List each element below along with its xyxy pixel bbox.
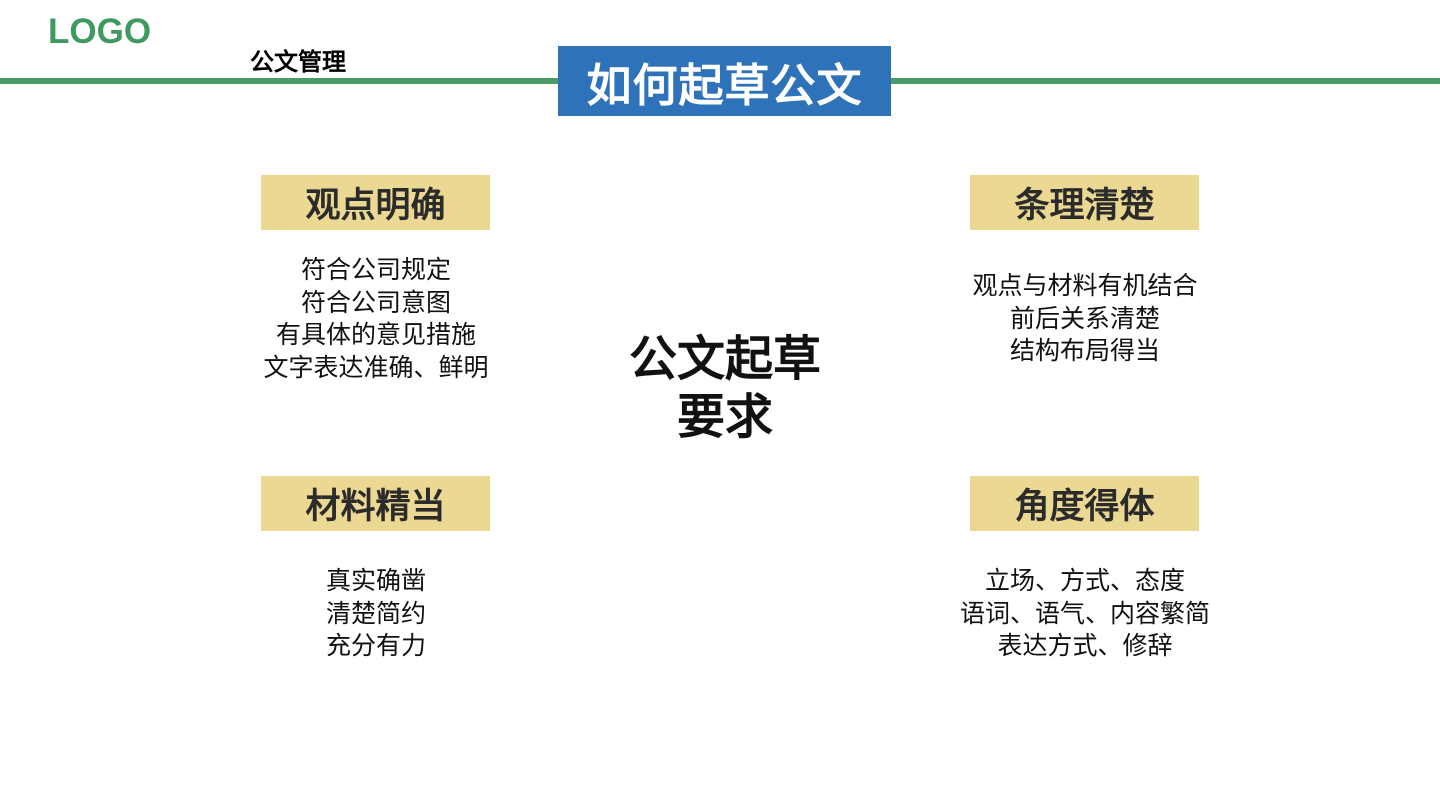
page-title: 如何起草公文 xyxy=(558,46,891,116)
tag-material: 材料精当 xyxy=(261,476,490,531)
tag-structure: 条理清楚 xyxy=(970,175,1199,230)
material-list: 真实确凿 清楚简约 充分有力 xyxy=(196,565,556,663)
list-item: 有具体的意见措施 xyxy=(275,320,476,349)
list-item: 符合公司规定 xyxy=(300,255,451,284)
list-item: 表达方式、修辞 xyxy=(997,631,1173,660)
list-item: 文字表达准确、鲜明 xyxy=(263,352,489,382)
structure-list: 观点与材料有机结合 前后关系清楚 结构布局得当 xyxy=(905,270,1265,368)
perspective-list: 立场、方式、态度 语词、语气、内容繁简 表达方式、修辞 xyxy=(905,565,1265,663)
center-heading: 公文起草 要求 xyxy=(560,330,890,446)
list-item: 前后关系清楚 xyxy=(1009,303,1160,333)
list-item: 充分有力 xyxy=(325,631,426,660)
list-item: 符合公司意图 xyxy=(300,287,451,317)
list-item: 清楚简约 xyxy=(325,598,426,628)
section-label: 公文管理 xyxy=(250,47,346,76)
list-item: 观点与材料有机结合 xyxy=(972,271,1198,300)
logo: LOGO xyxy=(48,12,152,51)
list-item: 结构布局得当 xyxy=(1009,336,1160,365)
center-heading-line2: 要求 xyxy=(676,389,773,445)
tag-viewpoint: 观点明确 xyxy=(261,175,490,230)
list-item: 立场、方式、态度 xyxy=(984,566,1185,595)
viewpoint-list: 符合公司规定 符合公司意图 有具体的意见措施 文字表达准确、鲜明 xyxy=(196,254,556,384)
list-item: 语词、语气、内容繁简 xyxy=(959,598,1210,628)
list-item: 真实确凿 xyxy=(325,566,426,595)
tag-perspective: 角度得体 xyxy=(970,476,1199,531)
center-heading-line1: 公文起草 xyxy=(628,331,821,387)
